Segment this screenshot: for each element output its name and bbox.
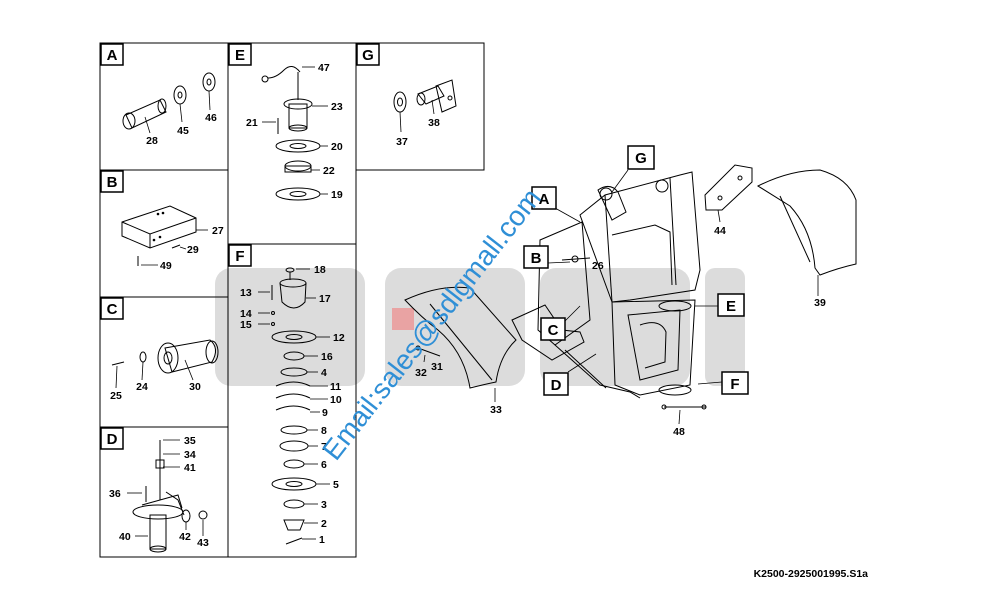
part-label: 27 [212,225,224,237]
part-label: 2 [321,518,327,530]
panel-g-parts [393,79,457,133]
part-label: 40 [119,531,131,543]
panel-D-label: D [100,427,124,450]
panel-G-label: G [356,43,380,66]
part-label: 30 [189,381,201,393]
part-label: 18 [314,264,326,276]
part-label: 44 [714,225,726,237]
svg-text:F: F [235,248,244,265]
svg-text:E: E [726,298,736,315]
part-label: 45 [177,125,189,137]
part-label: 23 [331,101,343,113]
part-label: 3 [321,499,327,511]
panel-a-parts [122,72,216,134]
part-label: 32 [415,367,427,379]
panel-e-parts [261,66,328,201]
part-label: 49 [160,260,172,272]
panel-C-label: C [100,297,124,320]
panel-F-label: F [228,244,252,267]
part-label: 36 [109,488,121,500]
drawing-code: K2500-2925001995.S1a [754,568,869,580]
part-label: 24 [136,381,148,393]
svg-text:A: A [539,191,550,208]
part-label: 14 [240,308,252,320]
part-label: 21 [246,117,258,129]
svg-text:E: E [235,47,245,64]
svg-text:C: C [107,301,118,318]
part-label: 17 [319,293,331,305]
part-label: 31 [431,361,443,373]
part-label: 7 [321,441,327,453]
part-label: 41 [184,462,196,474]
part-label: 5 [333,479,339,491]
panel-d-parts [127,439,208,553]
part-label: 39 [814,297,826,309]
svg-text:G: G [362,47,374,64]
part-label: 9 [322,407,328,419]
part-label: 33 [490,404,502,416]
panel-E-label: E [228,43,252,66]
part-label: 19 [331,189,343,201]
part-label: 46 [205,112,217,124]
sdlg-logo-watermark [215,268,745,386]
part-label: 20 [331,141,343,153]
callout-F: F [721,371,749,395]
panel-f-parts [258,267,330,545]
panel-B-label: B [100,170,124,193]
svg-text:B: B [107,174,118,191]
svg-text:D: D [107,431,118,448]
svg-text:C: C [548,322,559,339]
part-label: 47 [318,62,330,74]
svg-text:B: B [531,250,542,267]
panel-b-parts [121,205,208,266]
front-frame-drawing [404,164,857,425]
part-label: 26 [592,260,604,272]
part-label: 6 [321,459,327,471]
part-label: 15 [240,319,252,331]
part-label: 35 [184,435,196,447]
part-label: 29 [187,244,199,256]
callout-G: G [627,145,655,170]
part-label: 25 [110,390,122,402]
part-label: 48 [673,426,685,438]
part-label: 12 [333,332,345,344]
callout-D: D [543,372,569,396]
svg-text:F: F [730,376,739,393]
panel-c-parts [111,339,219,389]
part-label: 38 [428,117,440,129]
panel-frames [99,42,485,558]
svg-text:G: G [635,150,647,167]
part-label: 4 [321,367,327,379]
part-label: 13 [240,287,252,299]
part-label: 1 [319,534,325,546]
svg-text:D: D [551,377,562,394]
part-label: 28 [146,135,158,147]
part-label: 34 [184,449,196,461]
part-label: 10 [330,394,342,406]
part-label: 16 [321,351,333,363]
callout-E: E [717,293,745,317]
callout-B: B [523,245,549,269]
part-label: 11 [330,381,341,393]
part-label: 42 [179,531,191,543]
part-label: 8 [321,425,327,437]
svg-text:A: A [107,47,118,64]
part-label: 43 [197,537,209,549]
panel-A-label: A [100,43,124,66]
part-label: 37 [396,136,408,148]
callout-A: A [531,186,557,210]
callout-C: C [540,317,566,341]
part-label: 22 [323,165,335,177]
